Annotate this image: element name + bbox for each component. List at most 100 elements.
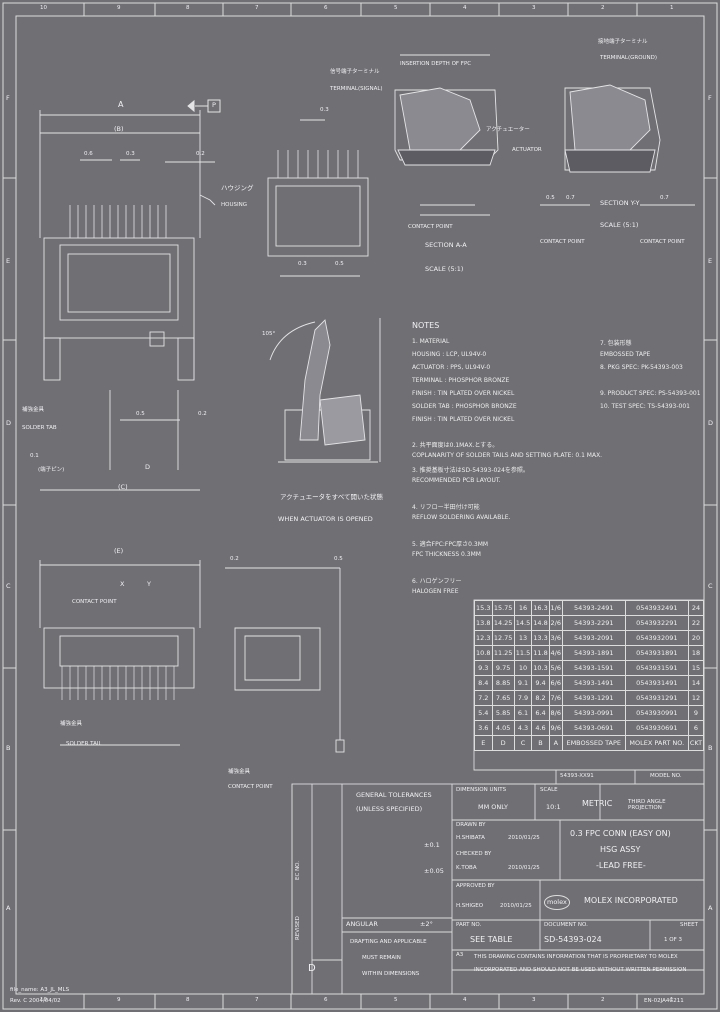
section-aa-scale: SCALE (5:1): [425, 265, 464, 273]
col-label: 7: [255, 997, 259, 1003]
table-header-cell: B: [531, 735, 550, 751]
table-cell: 5.4: [474, 705, 493, 721]
row-label: D: [708, 419, 714, 427]
col-label: 2: [601, 997, 605, 1003]
table-cell: 54393-2491: [561, 600, 626, 616]
dim-label: 0.5: [334, 556, 343, 562]
actuator-jp-label: アクチュエーター: [486, 127, 530, 133]
table-cell: 0543930691: [624, 720, 689, 736]
table-cell: 0543931891: [624, 645, 689, 661]
angular-tol: ±2°: [420, 920, 433, 928]
flatness-label: 0.1: [30, 453, 39, 459]
dim-label: 0.2: [230, 556, 239, 562]
table-cell: 2/6: [548, 615, 563, 631]
note-line: EMBOSSED TAPE: [600, 351, 651, 358]
table-header-cell: EMBOSSED TAPE: [561, 735, 626, 751]
table-cell: 9/6: [548, 720, 563, 736]
table-cell: 10: [513, 660, 533, 676]
drafting-note: DRAFTING AND APPLICABLE: [350, 939, 427, 945]
table-header-cell: CKT: [687, 735, 705, 751]
document-no-label: DOCUMENT NO.: [544, 922, 588, 928]
note-line: COPLANARITY OF SOLDER TAILS AND SETTING …: [412, 452, 603, 459]
terminal-en-label: TERMINAL(SIGNAL): [330, 86, 383, 92]
note-line: 8. PKG SPEC: PK-54393-003: [600, 364, 683, 371]
table-cell: 14: [687, 675, 705, 691]
note-line: HALOGEN FREE: [412, 588, 459, 595]
table-cell: 3/6: [548, 630, 563, 646]
part-no-label: PART NO.: [456, 922, 482, 928]
table-cell: 0543931291: [624, 690, 689, 706]
drawn-by-label: DRAWN BY: [456, 822, 486, 828]
form-no: EN-02JA4C211: [644, 998, 684, 1004]
fpc-insertion-label: INSERTION DEPTH OF FPC: [400, 61, 472, 67]
col-label: 6: [324, 5, 328, 11]
projection-label: THIRD ANGLE PROJECTION: [628, 799, 666, 811]
row-label: C: [6, 582, 11, 590]
dimension-units-label: DIMENSION UNITS: [456, 787, 507, 793]
dim-b-label: (B): [114, 125, 124, 133]
col-label: 4: [463, 997, 467, 1003]
top-view: [39, 110, 216, 491]
col-label: 7: [255, 5, 259, 11]
pin-label: (端子ピン): [38, 467, 65, 473]
table-cell: 13.8: [474, 615, 493, 631]
row-label: F: [6, 94, 10, 102]
checked-date: 2010/01/25: [508, 865, 540, 871]
dim-A-label: A: [118, 100, 124, 109]
note-line: 4. リフロー半田付け可能: [412, 504, 480, 511]
table-cell: 9.4: [531, 675, 550, 691]
housing-en-label: HOUSING: [221, 202, 247, 208]
table-cell: 12.75: [491, 630, 515, 646]
table-cell: 6: [687, 720, 705, 736]
table-cell: 54393-1591: [561, 660, 626, 676]
angular-label: ANGULAR: [346, 920, 378, 928]
dim-label: 0.2: [198, 411, 207, 417]
note-line: 6. ハロゲンフリー: [412, 578, 462, 585]
note-line: HOUSING : LCP, UL94V-0: [412, 351, 487, 358]
col-label: 1: [670, 997, 674, 1003]
housing-jp-label: ハウジング: [221, 184, 254, 192]
general-tolerances: GENERAL TOLERANCES: [356, 791, 432, 799]
table-cell: 24: [687, 600, 705, 616]
table-cell: 14.8: [531, 615, 550, 631]
company-name: MOLEX INCORPORATED: [584, 896, 678, 905]
note-line: 2. 共平面度は0.1MAX.とする。: [412, 442, 499, 449]
table-cell: 0543931591: [624, 660, 689, 676]
flange-jp-label: 補強金具: [60, 721, 83, 727]
proprietary-2: INCORPORATED AND SHOULD NOT BE USED WITH…: [474, 967, 687, 973]
actuator-open-view: [269, 318, 381, 463]
table-cell: 10.3: [531, 660, 550, 676]
actuator-open-jp: アクチュエータをすべて開いた状態: [280, 493, 383, 501]
dim-label: 0.5: [136, 411, 145, 417]
table-cell: 0543930991: [624, 705, 689, 721]
note-line: FINISH : TIN PLATED OVER NICKEL: [412, 390, 515, 397]
table-cell: 3.6: [474, 720, 493, 736]
contact-point-label: CONTACT POINT: [408, 224, 453, 230]
col-label: 3: [532, 5, 536, 11]
note-line: 3. 推奨基板寸法はSD-54393-024を参照。: [412, 467, 529, 474]
dim-label: 0.5: [546, 195, 555, 201]
proprietary-1: THIS DRAWING CONTAINS INFORMATION THAT I…: [474, 954, 678, 960]
ground-en-label: TERMINAL(GROUND): [600, 55, 658, 61]
dim-label: 0.3: [298, 261, 307, 267]
table-frame: [291, 599, 705, 995]
revision-letter: D: [308, 963, 316, 974]
front-view: [39, 560, 201, 746]
tolerance-value: ±0.05: [424, 867, 444, 875]
approved-date: 2010/01/25: [500, 903, 532, 909]
table-cell: 11.5: [513, 645, 533, 661]
table-cell: 14.5: [513, 615, 533, 631]
table-cell: 54393-2091: [561, 630, 626, 646]
dim-label: 0.3: [320, 107, 329, 113]
table-cell: 8.4: [474, 675, 493, 691]
col-label: 6: [324, 997, 328, 1003]
table-cell: 0543932491: [624, 600, 689, 616]
datum-p-symbol: [187, 99, 221, 113]
side-view: [267, 119, 369, 277]
